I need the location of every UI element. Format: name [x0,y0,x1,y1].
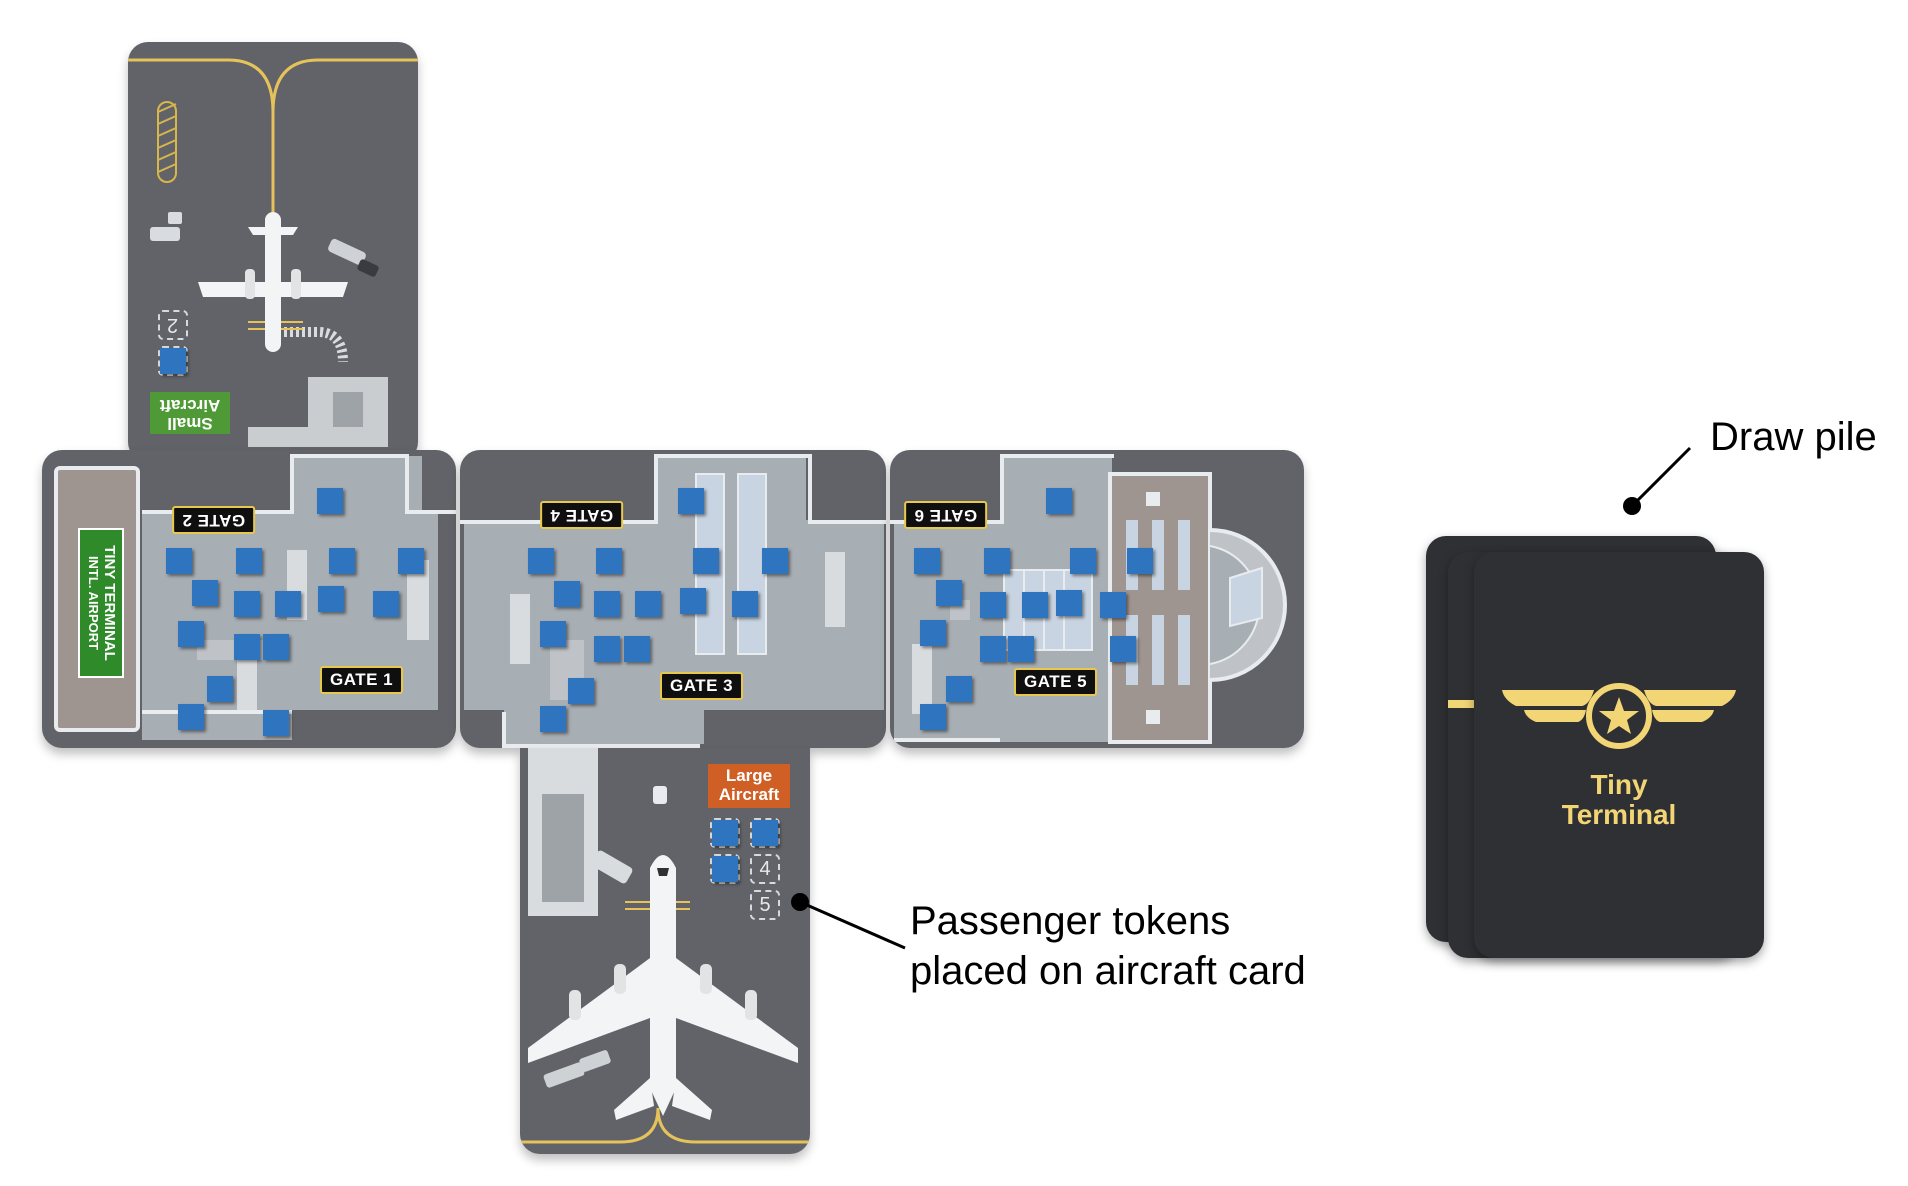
passenger-token[interactable] [166,548,192,574]
check-in-building [54,466,140,732]
passenger-token[interactable] [540,621,566,647]
passenger-token[interactable] [635,591,661,617]
passenger-token[interactable] [1110,636,1136,662]
passenger-token[interactable] [178,621,204,647]
passenger-token[interactable] [192,580,218,606]
passenger-token[interactable] [1127,548,1153,574]
passenger-token[interactable] [732,591,758,617]
passenger-token[interactable] [1046,488,1072,514]
passenger-token[interactable] [263,710,289,736]
passenger-token[interactable] [920,704,946,730]
small-aircraft-card[interactable]: 2 Small Aircraft [128,42,418,462]
passenger-token[interactable] [946,676,972,702]
passenger-token[interactable] [263,634,289,660]
gate-label: GATE 1 [320,666,404,694]
passenger-token[interactable] [936,580,962,606]
taxi-line [128,58,418,447]
passenger-token[interactable] [678,488,704,514]
terminal-floor-outline [890,454,1287,744]
passenger-token[interactable] [236,548,262,574]
gate-label: GATE 5 [1014,668,1098,696]
seat-slot[interactable]: 2 [158,310,188,340]
card-back-title: Tiny Terminal [1561,769,1677,830]
passenger-token[interactable] [752,820,778,846]
passenger-token[interactable] [329,548,355,574]
passenger-token[interactable] [317,488,343,514]
small-aircraft-badge: Small Aircraft [150,392,230,434]
passenger-token[interactable] [594,591,620,617]
small-plane-icon [198,212,348,352]
passenger-token[interactable] [1056,590,1082,616]
draw-pile-callout-line [1623,446,1692,515]
terminal-card-gates-5-6[interactable]: GATE 6 GATE 5 [890,450,1304,748]
passenger-token[interactable] [207,676,233,702]
seat-slot-filled[interactable] [710,854,740,884]
large-aircraft-badge: Large Aircraft [708,764,790,808]
passenger-token[interactable] [914,548,940,574]
passenger-token[interactable] [980,592,1006,618]
passenger-token[interactable] [984,548,1010,574]
passenger-token[interactable] [373,591,399,617]
passenger-token[interactable] [1100,592,1126,618]
winged-star-icon [1502,683,1736,749]
passenger-token[interactable] [680,588,706,614]
passenger-token[interactable] [624,636,650,662]
passenger-token[interactable] [594,636,620,662]
seat-slot[interactable]: 4 [750,854,780,884]
terminal-floor-outline [460,454,886,748]
passenger-token[interactable] [920,620,946,646]
seat-slot[interactable]: 5 [750,890,780,920]
passenger-token[interactable] [554,581,580,607]
passenger-token[interactable] [712,856,738,882]
passenger-token[interactable] [275,591,301,617]
seat-slot-filled[interactable] [158,346,188,376]
large-plane-icon [528,855,798,1120]
gate-label: GATE 3 [660,672,744,700]
passenger-token[interactable] [178,704,204,730]
seat-slot-filled[interactable] [750,818,780,848]
passenger-token[interactable] [234,634,260,660]
passenger-token[interactable] [568,678,594,704]
passenger-token[interactable] [318,586,344,612]
gate-label: GATE 4 [540,501,624,529]
terminal-card-gates-1-2[interactable]: TINY TERMINAL INTL. AIRPORT GATE 2 GATE … [42,450,456,748]
passenger-token[interactable] [540,706,566,732]
gate-label: GATE 2 [172,506,256,534]
terminal-card-gates-3-4[interactable]: GATE 4 GATE 3 [460,450,886,748]
passenger-token[interactable] [1022,592,1048,618]
large-aircraft-card[interactable]: Large Aircraft 4 5 [520,748,810,1154]
passenger-token[interactable] [234,591,260,617]
draw-pile-label: Draw pile [1710,415,1877,459]
passenger-token[interactable] [712,820,738,846]
tokens-annotation: Passenger tokens placed on aircraft card [910,899,1306,993]
apron-details [520,748,810,1144]
passenger-token[interactable] [160,348,186,374]
passenger-token[interactable] [1070,548,1096,574]
gate-label: GATE 6 [904,501,988,529]
seat-slot-filled[interactable] [710,818,740,848]
passenger-token[interactable] [762,548,788,574]
passenger-token[interactable] [1008,636,1034,662]
passenger-token[interactable] [398,548,424,574]
pile-card-top[interactable]: Tiny Terminal [1474,552,1764,958]
tokens-callout-line [791,893,906,950]
passenger-token[interactable] [693,548,719,574]
passenger-token[interactable] [528,548,554,574]
passenger-token[interactable] [596,548,622,574]
passenger-token[interactable] [980,636,1006,662]
airport-sign: TINY TERMINAL INTL. AIRPORT [78,528,124,678]
